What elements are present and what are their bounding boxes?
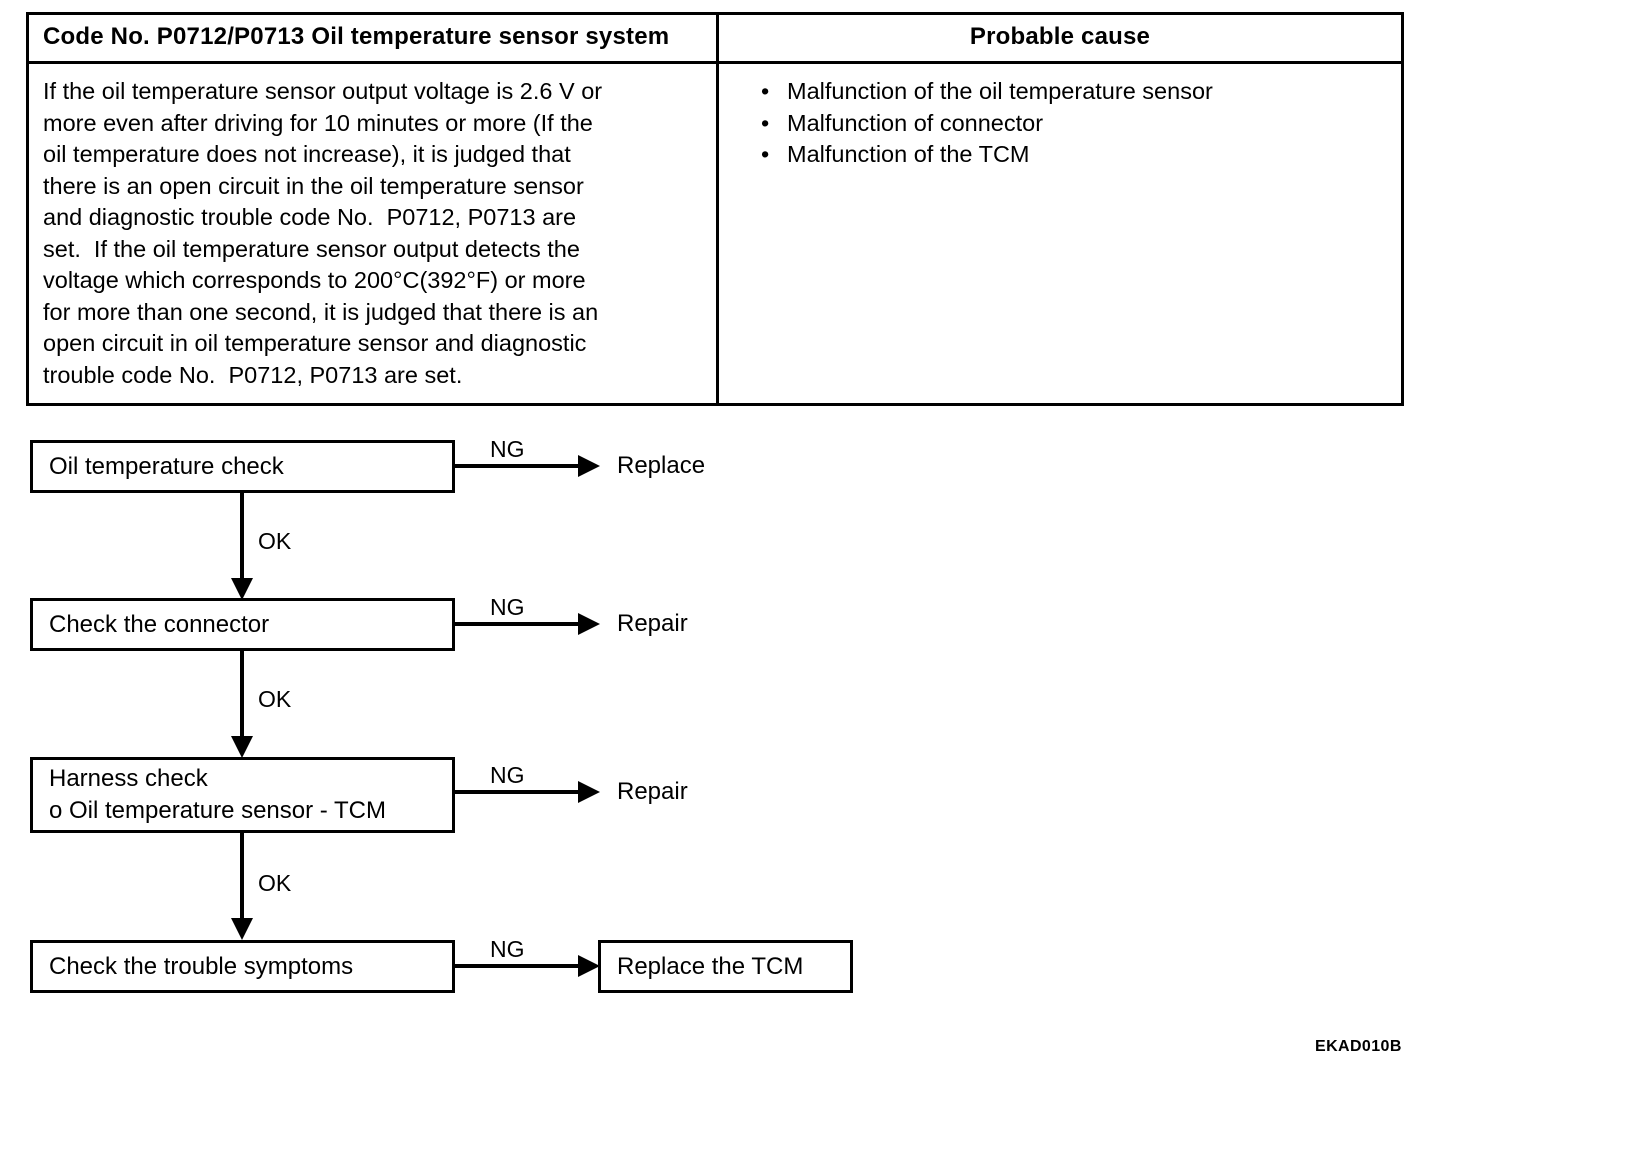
flow-edge-ng-1 bbox=[455, 464, 580, 468]
list-item-label: Malfunction of the oil temperature senso… bbox=[787, 78, 1213, 104]
table-header-code-no: Code No. P0712/P0713 Oil temperature sen… bbox=[29, 15, 719, 61]
figure-reference-code: EKAD010B bbox=[1315, 1038, 1402, 1055]
bullet-icon: • bbox=[761, 109, 770, 136]
flow-node-oil-temperature-check: Oil temperature check bbox=[30, 440, 455, 493]
probable-cause-cell: • Malfunction of the oil temperature sen… bbox=[719, 64, 1401, 403]
list-item: • Malfunction of the TCM bbox=[747, 139, 1391, 171]
flow-node-harness-check: Harness check o Oil temperature sensor -… bbox=[30, 757, 455, 833]
list-item-label: Malfunction of connector bbox=[787, 109, 1044, 136]
flow-edge-label-ok-1: OK bbox=[258, 528, 292, 554]
flow-node-replace-the-tcm: Replace the TCM bbox=[598, 940, 853, 993]
description-line: there is an open circuit in the oil temp… bbox=[43, 172, 584, 199]
table-header-probable-cause: Probable cause bbox=[969, 23, 1151, 50]
flow-edge-ng-4 bbox=[455, 964, 580, 968]
description-line: more even after driving for 10 minutes o… bbox=[43, 109, 593, 136]
description-line: and diagnostic trouble code No. P0712, P… bbox=[43, 204, 577, 230]
flow-edge-ok-1 bbox=[240, 493, 244, 581]
flow-edge-ng-3 bbox=[455, 790, 580, 794]
flow-node-label: Replace the TCM bbox=[617, 952, 804, 980]
flow-node-label: Oil temperature check bbox=[49, 452, 284, 480]
description-line: voltage which corresponds to 200°C(392°F… bbox=[43, 267, 586, 293]
flow-edge-ok-3 bbox=[240, 833, 244, 921]
flow-node-check-the-connector: Check the connector bbox=[30, 598, 455, 651]
description-line: oil temperature does not increase), it i… bbox=[43, 141, 571, 167]
flow-edge-label-ng-1: NG bbox=[490, 436, 525, 462]
flow-terminal-repair-1: Repair bbox=[617, 610, 688, 637]
arrowhead-icon bbox=[578, 955, 600, 977]
bullet-icon: • bbox=[761, 141, 770, 167]
description-line: If the oil temperature sensor output vol… bbox=[43, 78, 603, 104]
flow-edge-ng-2 bbox=[455, 622, 580, 626]
arrowhead-icon bbox=[578, 781, 600, 803]
flow-node-sublabel: o Oil temperature sensor - TCM bbox=[49, 797, 386, 824]
flow-edge-label-ok-2: OK bbox=[258, 686, 292, 712]
arrowhead-icon bbox=[578, 613, 600, 635]
arrowhead-icon bbox=[231, 736, 253, 758]
flow-node-label: Harness check bbox=[49, 765, 208, 792]
table-header-row: Code No. P0712/P0713 Oil temperature sen… bbox=[29, 15, 1401, 64]
description-line: set. If the oil temperature sensor outpu… bbox=[43, 235, 580, 262]
list-item: • Malfunction of the oil temperature sen… bbox=[747, 76, 1391, 108]
diagnosis-description-cell: If the oil temperature sensor output vol… bbox=[29, 64, 719, 403]
diagnostic-code-table: Code No. P0712/P0713 Oil temperature sen… bbox=[26, 12, 1404, 406]
list-item: • Malfunction of connector bbox=[747, 108, 1391, 140]
arrowhead-icon bbox=[231, 578, 253, 600]
flow-node-check-the-trouble-symptoms: Check the trouble symptoms bbox=[30, 940, 455, 993]
flow-edge-ok-2 bbox=[240, 651, 244, 739]
flow-edge-label-ng-4: NG bbox=[490, 936, 525, 962]
probable-cause-list: • Malfunction of the oil temperature sen… bbox=[747, 76, 1391, 171]
arrowhead-icon bbox=[231, 918, 253, 940]
table-body-row: If the oil temperature sensor output vol… bbox=[29, 64, 1401, 403]
flow-edge-label-ok-3: OK bbox=[258, 870, 292, 896]
description-line: trouble code No. P0712, P0713 are set. bbox=[43, 361, 463, 388]
bullet-icon: • bbox=[761, 78, 770, 104]
flow-terminal-repair-2: Repair bbox=[617, 778, 688, 805]
flow-node-label: Check the trouble symptoms bbox=[49, 952, 354, 980]
flow-terminal-replace: Replace bbox=[617, 452, 706, 479]
description-line: for more than one second, it is judged t… bbox=[43, 298, 599, 325]
flow-node-label: Check the connector bbox=[49, 610, 270, 638]
list-item-label: Malfunction of the TCM bbox=[787, 141, 1030, 167]
flow-edge-label-ng-3: NG bbox=[490, 762, 525, 788]
flow-edge-label-ng-2: NG bbox=[490, 594, 525, 620]
arrowhead-icon bbox=[578, 455, 600, 477]
description-line: open circuit in oil temperature sensor a… bbox=[43, 330, 587, 356]
